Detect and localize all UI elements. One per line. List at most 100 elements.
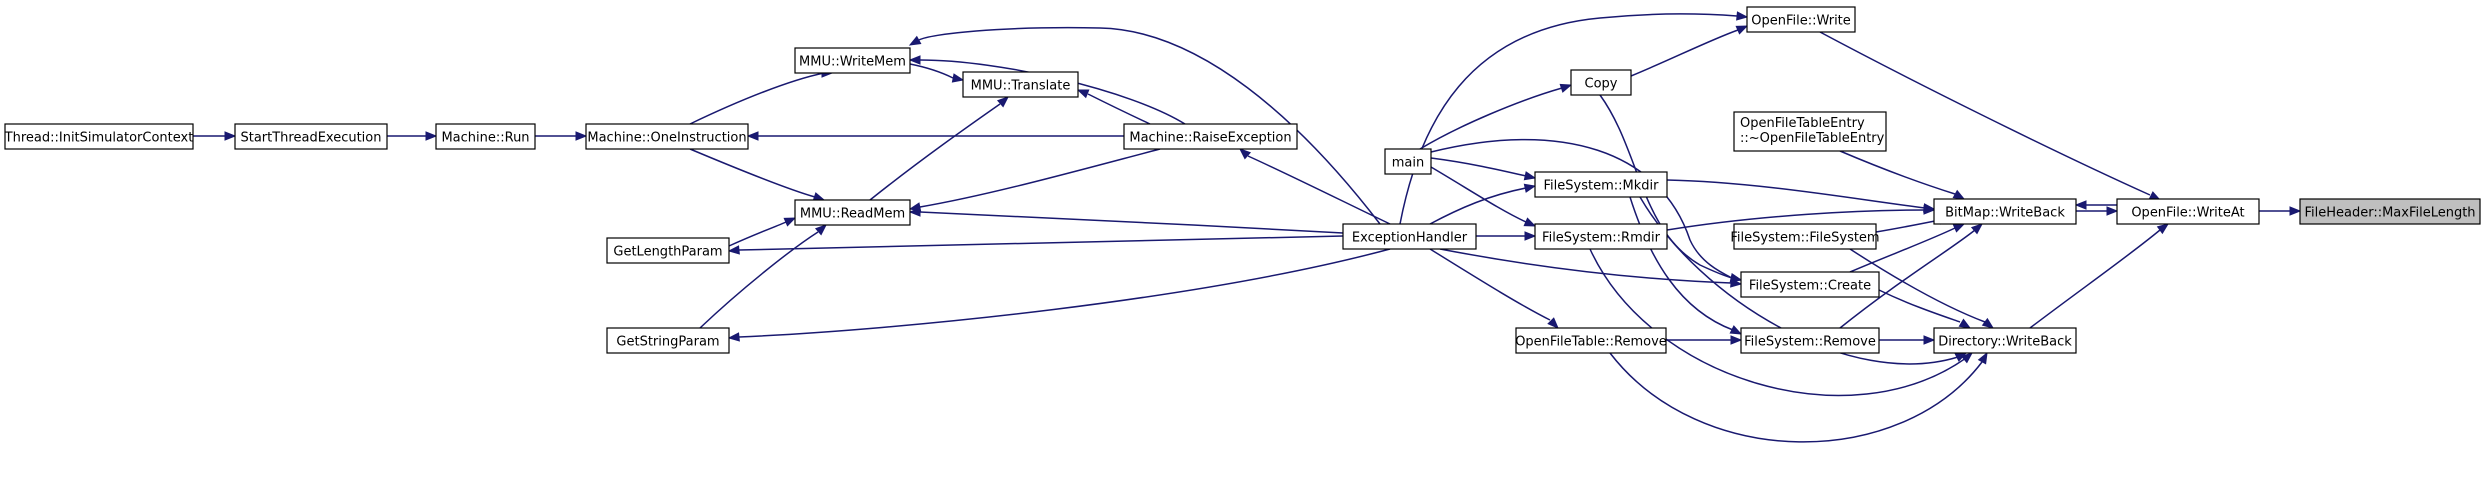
node-copy[interactable]: Copy	[1570, 69, 1632, 96]
node-label: Machine::Run	[441, 131, 529, 146]
edge-line	[1878, 289, 1961, 323]
node-dir-writeback[interactable]: Directory::WriteBack	[1933, 327, 2077, 354]
edge-line	[1609, 352, 1983, 443]
edge-line	[919, 148, 1161, 208]
node-mmu-readmem[interactable]: MMU::ReadMem	[794, 199, 911, 226]
node-box[interactable]	[606, 237, 730, 264]
node-label: ExceptionHandler	[1352, 231, 1468, 246]
edge-arrowhead	[1960, 352, 1974, 364]
node-label: FileSystem::Mkdir	[1544, 179, 1660, 194]
node-box[interactable]	[1123, 123, 1298, 150]
node-box[interactable]	[606, 327, 730, 354]
edge-init_sim_context-to-start_thread_execution	[193, 131, 237, 141]
edge-line	[1819, 31, 2151, 196]
node-oft-remove[interactable]: OpenFileTable::Remove	[1515, 327, 1667, 354]
node-box[interactable]	[1733, 111, 1887, 152]
node-box[interactable]	[585, 123, 749, 150]
node-get-length-param[interactable]: GetLengthParam	[606, 237, 730, 264]
edge-arrowhead	[1076, 89, 1090, 99]
edge-get_string_param-to-mmu_readmem	[699, 224, 828, 329]
node-box[interactable]	[2116, 198, 2260, 225]
node-openfile-write[interactable]: OpenFile::Write	[1746, 6, 1856, 33]
node-label: FileSystem::FileSystem	[1730, 231, 1879, 246]
node-oft-entry-dtor[interactable]: OpenFileTableEntry::~OpenFileTableEntry	[1733, 111, 1887, 152]
node-box[interactable]	[1746, 6, 1856, 33]
node-init-sim-context[interactable]: Thread::InitSimulatorContext	[4, 123, 194, 150]
edge-get_length_param-to-mmu_readmem	[728, 217, 797, 247]
node-label: Machine::RaiseException	[1129, 131, 1291, 146]
edge-line	[919, 211, 1344, 234]
node-box[interactable]	[234, 123, 388, 150]
edge-line	[1430, 166, 1527, 223]
edge-arrowhead	[1952, 189, 1966, 200]
node-box[interactable]	[962, 71, 1079, 98]
edge-fs_remove-to-bitmap_writeback	[1839, 223, 1984, 329]
node-box[interactable]	[435, 123, 536, 150]
node-fs-mkdir[interactable]: FileSystem::Mkdir	[1534, 171, 1668, 198]
node-box[interactable]	[2299, 198, 2481, 225]
node-start-thread-execution[interactable]: StartThreadExecution	[234, 123, 388, 150]
edge-main-to-fs_rmdir	[1430, 166, 1537, 227]
node-box[interactable]	[1733, 223, 1877, 250]
edge-arrowhead	[1736, 11, 1749, 21]
edge-arrowhead	[727, 245, 740, 255]
node-fs-rmdir[interactable]: FileSystem::Rmdir	[1534, 223, 1668, 250]
node-bitmap-writeback[interactable]: BitMap::WriteBack	[1933, 198, 2077, 225]
edge-line	[1839, 229, 1976, 329]
node-mmu-translate[interactable]: MMU::Translate	[962, 71, 1079, 98]
edge-exception_handler-to-fs_rmdir	[1476, 231, 1537, 241]
edge-arrowhead	[1952, 223, 1966, 233]
node-fs-create[interactable]: FileSystem::Create	[1740, 271, 1880, 298]
node-get-string-param[interactable]: GetStringParam	[606, 327, 730, 354]
node-label: OpenFileTable::Remove	[1515, 335, 1667, 350]
node-box[interactable]	[1534, 171, 1668, 198]
node-main[interactable]: main	[1384, 148, 1432, 175]
edge-line	[1849, 248, 1986, 323]
node-box[interactable]	[1384, 148, 1432, 175]
edge-line	[1429, 187, 1527, 225]
node-box[interactable]	[1570, 69, 1632, 96]
node-box[interactable]	[1740, 327, 1880, 354]
edge-arrowhead	[2106, 206, 2119, 216]
edge-mmu_writemem-to-mmu_translate	[909, 63, 965, 83]
node-box[interactable]	[1515, 327, 1667, 354]
node-box[interactable]	[1933, 198, 2077, 225]
edge-writeat-to-bitmap_writeback	[2074, 200, 2117, 210]
node-box[interactable]	[1933, 327, 2077, 354]
node-label: FileSystem::Rmdir	[1542, 231, 1661, 246]
node-exception-handler[interactable]: ExceptionHandler	[1342, 223, 1477, 250]
node-box[interactable]	[1534, 223, 1668, 250]
edge-exception_handler-to-mmu_readmem	[908, 207, 1344, 234]
edge-arrowhead	[1547, 317, 1559, 329]
edge-arrowhead	[908, 55, 921, 65]
edge-copy-to-openfile_write	[1630, 25, 1749, 77]
node-box[interactable]	[794, 47, 911, 74]
edge-line	[1429, 248, 1551, 321]
edge-arrowhead	[1977, 351, 1988, 365]
node-fs-filesystem[interactable]: FileSystem::FileSystem	[1730, 223, 1880, 250]
node-maxfilelength[interactable]: FileHeader::MaxFileLength	[2299, 198, 2481, 225]
node-one-instruction[interactable]: Machine::OneInstruction	[585, 123, 749, 150]
node-raise-exception[interactable]: Machine::RaiseException	[1123, 123, 1298, 150]
edge-line	[1599, 94, 1733, 279]
node-label: ::~OpenFileTableEntry	[1740, 131, 1885, 146]
edge-main-to-fs_mkdir	[1430, 157, 1537, 181]
node-box[interactable]	[794, 199, 911, 226]
node-box[interactable]	[4, 123, 194, 150]
node-fs-remove[interactable]: FileSystem::Remove	[1740, 327, 1880, 354]
node-mmu-writemem[interactable]: MMU::WriteMem	[794, 47, 911, 74]
node-label: OpenFileTableEntry	[1740, 116, 1865, 131]
edge-arrowhead	[746, 131, 759, 141]
edge-line	[1666, 209, 1926, 231]
edge-line	[1629, 196, 1734, 331]
edge-fs_filesystem-to-dir_writeback	[1849, 248, 1995, 329]
edge-line	[1589, 248, 1967, 397]
node-machine-run[interactable]: Machine::Run	[435, 123, 536, 150]
node-writeat[interactable]: OpenFile::WriteAt	[2116, 198, 2260, 225]
node-box[interactable]	[1740, 271, 1880, 298]
edge-fs_mkdir-to-fs_remove	[1629, 196, 1743, 335]
node-label: FileSystem::Create	[1749, 279, 1871, 294]
edge-fs_remove-to-dir_writeback	[1879, 335, 1936, 345]
edge-line	[1849, 227, 1956, 273]
node-box[interactable]	[1342, 223, 1477, 250]
